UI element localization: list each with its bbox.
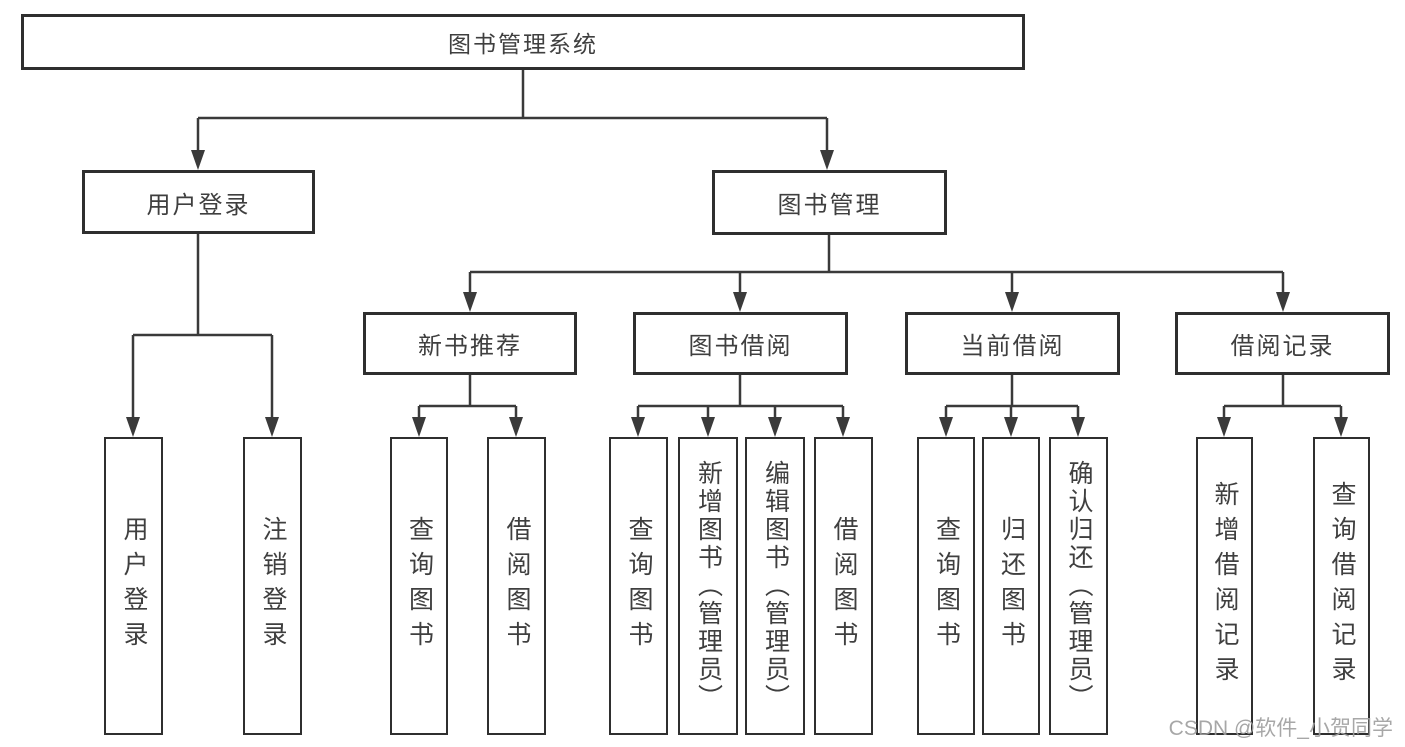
node-current-borrowing: 当前借阅 bbox=[905, 312, 1120, 375]
leaf-label: 借阅图书 bbox=[503, 516, 531, 656]
leaf-recommend-borrow-book: 借阅图书 bbox=[487, 437, 546, 735]
leaf-records-add-borrow-record: 新增借阅记录 bbox=[1196, 437, 1253, 735]
csdn-watermark: CSDN @软件_小贺同学 bbox=[1168, 717, 1393, 740]
leaf-label: 归还图书 bbox=[997, 516, 1026, 656]
leaf-label: 编辑图书（管理员） bbox=[761, 460, 790, 712]
node-label: 图书借阅 bbox=[688, 333, 793, 360]
leaf-label: 新增图书（管理员） bbox=[694, 460, 723, 712]
leaf-current-query-book: 查询图书 bbox=[917, 437, 975, 735]
leaf-label: 查询图书 bbox=[625, 516, 653, 656]
leaf-label: 确认归还（管理员） bbox=[1065, 460, 1093, 712]
leaf-label: 借阅图书 bbox=[830, 516, 858, 656]
leaf-label: 查询图书 bbox=[405, 516, 434, 656]
leaf-label: 注销登录 bbox=[259, 516, 287, 656]
leaf-current-confirm-return-admin: 确认归还（管理员） bbox=[1049, 437, 1108, 735]
leaf-user-login: 用户登录 bbox=[104, 437, 163, 735]
leaf-borrow-query-book: 查询图书 bbox=[609, 437, 668, 735]
leaf-label: 用户登录 bbox=[120, 516, 148, 656]
leaf-borrow-edit-book-admin: 编辑图书（管理员） bbox=[745, 437, 805, 735]
leaf-recommend-query-book: 查询图书 bbox=[390, 437, 448, 735]
node-book-borrowing: 图书借阅 bbox=[633, 312, 848, 375]
leaf-logout-login: 注销登录 bbox=[243, 437, 302, 735]
leaf-label: 查询图书 bbox=[932, 516, 961, 656]
node-new-book-recommendation: 新书推荐 bbox=[363, 312, 577, 375]
node-label: 借阅记录 bbox=[1230, 333, 1335, 360]
node-user-login: 用户登录 bbox=[82, 170, 315, 234]
node-borrowing-records: 借阅记录 bbox=[1175, 312, 1390, 375]
node-library-management-system: 图书管理系统 bbox=[21, 14, 1025, 70]
leaf-borrow-add-book-admin: 新增图书（管理员） bbox=[678, 437, 738, 735]
leaf-records-query-borrow-record: 查询借阅记录 bbox=[1313, 437, 1370, 735]
leaf-label: 查询借阅记录 bbox=[1328, 481, 1356, 691]
node-label: 用户登录 bbox=[146, 191, 251, 219]
node-label: 图书管理 bbox=[777, 192, 882, 219]
leaf-borrow-borrow-book: 借阅图书 bbox=[814, 437, 873, 735]
node-label: 图书管理系统 bbox=[448, 31, 598, 57]
node-label: 当前借阅 bbox=[960, 333, 1065, 360]
leaf-label: 新增借阅记录 bbox=[1211, 481, 1239, 691]
leaf-current-return-book: 归还图书 bbox=[982, 437, 1040, 735]
node-book-management: 图书管理 bbox=[712, 170, 947, 235]
node-label: 新书推荐 bbox=[418, 333, 522, 360]
